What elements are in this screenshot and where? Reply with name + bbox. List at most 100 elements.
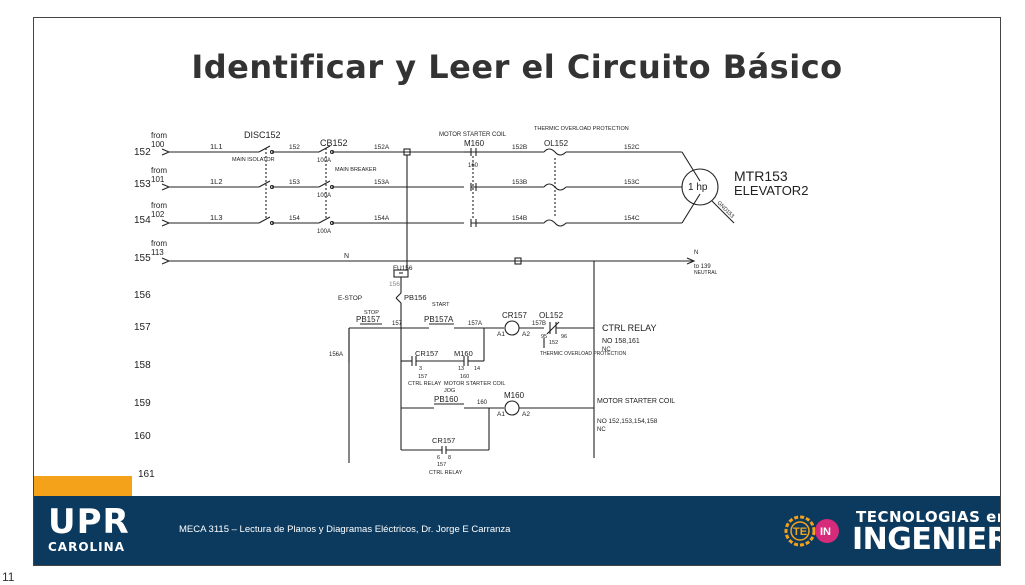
motor-ground: GND153 <box>716 200 735 219</box>
overload-heaters <box>543 148 567 227</box>
jog-tag: PB160 <box>434 395 459 404</box>
badge-in: IN <box>820 526 831 538</box>
estop-tag: PB156 <box>404 293 427 302</box>
neutral-label: N <box>344 253 349 260</box>
rung-number: 152 <box>134 147 151 158</box>
line-labels: 1L1 1L2 1L3 <box>210 142 223 222</box>
m160-a2: A2 <box>522 411 530 418</box>
from-word: from <box>151 201 167 210</box>
contact-160: 160 <box>468 163 479 169</box>
rung-number: 156 <box>134 290 151 301</box>
ol-96: 96 <box>561 334 567 340</box>
tec-ingenieria-logo: TE IN TECNOLOGIAS en INGENIERIA <box>784 504 1000 557</box>
line-label: 1L3 <box>210 213 223 222</box>
rung-number: 153 <box>134 179 151 190</box>
seal-n157: 157 <box>418 374 427 380</box>
wire-label: 153C <box>624 179 640 186</box>
seal-n160: 160 <box>460 374 469 380</box>
bottom-n6: 6 <box>437 455 440 461</box>
wire-label: 154 <box>289 215 300 222</box>
line-label: 1L1 <box>210 142 223 151</box>
disc-tag: DISC152 <box>244 130 281 140</box>
ctrl-relay-no: NO 158,161 <box>602 338 640 345</box>
footer-bar: UPR CAROLINA MECA 3115 – Lectura de Plan… <box>34 496 1000 565</box>
tec-line2: INGENIERIA <box>852 522 1000 557</box>
ol-contact-desc: THERMIC OVERLOAD PROTECTION <box>540 351 627 357</box>
motor-rating: 1 hp <box>688 182 708 193</box>
stop-label: STOP <box>364 310 379 316</box>
seal-cr157: CR157 <box>415 349 438 358</box>
line-label: 1L2 <box>210 177 223 186</box>
ol-tag: OL152 <box>544 139 569 148</box>
from-word: from <box>151 131 167 140</box>
msc-top-label: MOTOR STARTER COIL <box>439 132 507 138</box>
bottom-cr157: CR157 <box>432 436 455 445</box>
rung-number: 159 <box>134 398 151 409</box>
from-ref: 101 <box>151 175 165 184</box>
jog-label: JOG <box>444 388 455 394</box>
page-number: 11 <box>2 570 15 584</box>
slide: Identificar y Leer el Circuito Básico 15… <box>33 17 1001 566</box>
seal-motor-starter: MOTOR STARTER COIL <box>444 381 505 387</box>
ctrl-relay-label: CTRL RELAY <box>602 323 657 333</box>
ladder-diagram: 152 153 154 155 156 157 158 159 160 161 … <box>134 126 808 480</box>
m160-coil-tag: M160 <box>504 391 525 400</box>
rung-number: 157 <box>134 322 151 333</box>
from-ref: 113 <box>151 248 164 257</box>
cb-rating: 100A <box>317 193 331 199</box>
upr-logo: UPR CAROLINA <box>48 505 130 554</box>
wire-label: 157 <box>392 321 403 327</box>
wire-label: 153 <box>289 179 300 186</box>
disc-desc: MAIN ISOLATOR <box>232 157 275 163</box>
ctrl-relay-nc: NC <box>602 347 611 353</box>
msc-no: NO 152,153,154,158 <box>597 418 658 425</box>
from-word: from <box>151 166 167 175</box>
rung-number: 154 <box>134 215 151 226</box>
upr-logo-line2: CAROLINA <box>48 540 125 554</box>
cb-ratings: 100A 100A 100A <box>317 158 331 235</box>
neutral-junction <box>514 257 522 265</box>
disc152-switches <box>258 145 275 226</box>
ol-contact-tag: OL152 <box>539 311 564 320</box>
m160-a1: A1 <box>497 411 505 418</box>
cr157-coil-tag: CR157 <box>502 311 527 320</box>
neutral-label-2: N <box>694 250 698 256</box>
msc-label: MOTOR STARTER COIL <box>597 398 675 405</box>
motor-tag: MTR153 <box>734 168 788 184</box>
wire-label: 152 <box>289 144 300 151</box>
power-wires <box>169 151 701 262</box>
start-tag: PB157A <box>424 315 454 324</box>
wire-label: 152A <box>374 144 390 151</box>
fuse-tag: FU156 <box>393 265 413 272</box>
m160-contacts <box>470 148 477 227</box>
cb-tag: CB152 <box>320 138 348 148</box>
stop-tag: PB157 <box>356 315 381 324</box>
cb-desc: MAIN BREAKER <box>335 167 377 173</box>
seal-n14: 14 <box>474 366 480 372</box>
from-ref: 102 <box>151 210 165 219</box>
neutral-to: to 139 <box>694 264 711 270</box>
seal-n3: 3 <box>419 366 422 372</box>
start-label: START <box>432 302 450 308</box>
ol-152: 152 <box>549 340 558 346</box>
wire-label: 152C <box>624 144 640 151</box>
tec-line1: TECNOLOGIAS en <box>856 508 1001 526</box>
m160-label: M160 <box>464 139 485 148</box>
cr157-a1: A1 <box>497 331 505 338</box>
accent-bar <box>34 476 132 496</box>
wire-label: 156A <box>329 352 343 358</box>
fuse-wire: 156 <box>389 281 400 288</box>
bottom-n8: 8 <box>448 455 451 461</box>
course-text: MECA 3115 – Lectura de Planos y Diagrama… <box>179 524 511 535</box>
cb-rating: 100A <box>317 158 331 164</box>
cb152-breakers <box>318 145 335 226</box>
wire-label: 157A <box>468 321 482 327</box>
wire-label: 153A <box>374 179 390 186</box>
wire-label: 154A <box>374 215 390 222</box>
rung-number: 155 <box>134 253 151 264</box>
wire-label: 154C <box>624 215 640 222</box>
ol-95: 95 <box>541 334 547 340</box>
msc-nc: NC <box>597 427 606 433</box>
wire-labels: 152 152A 152B 152C 153 153A 153B 153C 15… <box>289 144 640 222</box>
wire-label: 157B <box>532 321 546 327</box>
